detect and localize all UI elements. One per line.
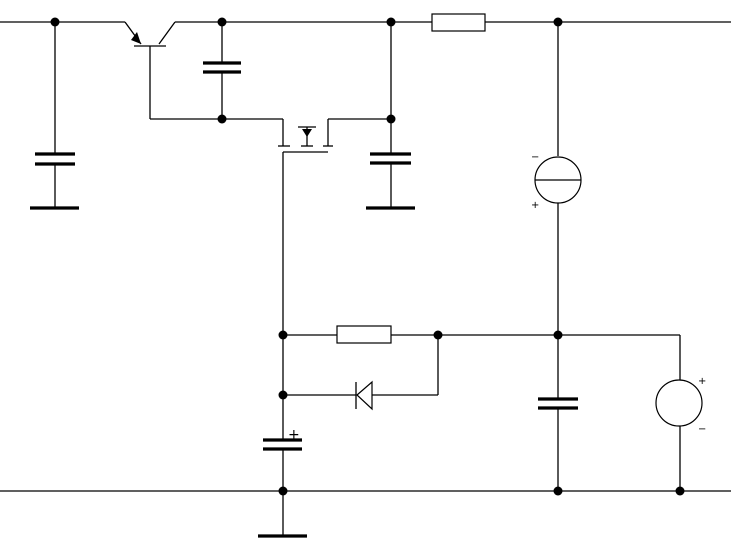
current-source-minus: −	[531, 152, 539, 163]
emitter-arrow-icon	[131, 32, 141, 44]
node	[675, 486, 685, 496]
capacitor-base	[203, 22, 241, 119]
mosfet	[278, 118, 391, 335]
voltage-source-plus: +	[698, 376, 706, 387]
junction-nodes	[50, 17, 685, 496]
capacitor-right-bottom	[538, 335, 578, 491]
voltage-source: + −	[655, 335, 706, 491]
polarized-capacitor: +	[263, 335, 302, 536]
node	[553, 486, 563, 496]
node	[217, 17, 227, 27]
node	[386, 17, 396, 27]
diode-icon	[356, 380, 373, 411]
resistor-middle	[336, 325, 392, 344]
voltage-source-minus: −	[698, 424, 706, 435]
node	[433, 330, 443, 340]
current-source-plus: +	[531, 200, 539, 211]
mosfet-arrow-icon	[302, 129, 312, 137]
node	[50, 17, 60, 27]
node	[553, 17, 563, 27]
node	[217, 114, 227, 124]
node	[553, 330, 563, 340]
diode-branch	[283, 335, 439, 411]
node	[278, 486, 288, 496]
middle-branch	[283, 325, 680, 344]
electrolytic-plus: +	[288, 427, 300, 443]
capacitor-right-top	[370, 22, 411, 208]
resistor-top	[431, 13, 486, 32]
node	[278, 330, 288, 340]
node	[278, 390, 288, 400]
npn-transistor	[124, 21, 176, 119]
capacitor-left	[35, 22, 75, 208]
current-source: − +	[531, 22, 582, 335]
node	[386, 114, 396, 124]
